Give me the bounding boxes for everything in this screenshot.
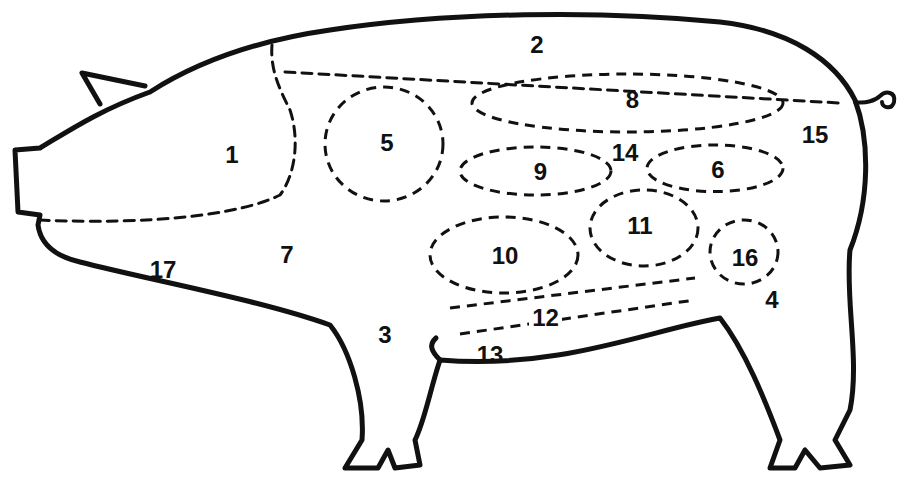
cut-region: 5 [323, 85, 445, 203]
dashed-ellipse [710, 220, 778, 284]
dashed-ellipse [590, 190, 698, 266]
cut-region: 16 [708, 218, 780, 286]
region-number: 14 [612, 141, 639, 165]
dashed-band-line [460, 300, 695, 334]
region-number: 1 [225, 143, 238, 167]
dashed-band-line [450, 278, 695, 308]
pig-outline [15, 14, 866, 468]
region-number: 2 [530, 33, 543, 57]
cut-region: 10 [428, 215, 580, 295]
cut-number: 10 [489, 242, 522, 270]
region-number: 4 [765, 288, 778, 312]
cut-region: 8 [470, 72, 785, 134]
cut-number: 16 [729, 244, 762, 272]
cut-band: 12 [445, 276, 700, 336]
head-boundary [40, 45, 295, 221]
cut-number: 6 [708, 156, 727, 184]
region-number: 13 [477, 343, 504, 367]
cut-region: 9 [458, 145, 613, 197]
dashed-ellipse [325, 87, 443, 201]
cut-number: 11 [624, 212, 655, 240]
cut-region: 11 [588, 188, 700, 268]
dashed-ellipse [430, 217, 578, 293]
dashed-ellipse [647, 145, 783, 192]
dashed-ellipse [460, 147, 611, 195]
cut-number: 5 [377, 129, 396, 157]
cut-number: 12 [529, 304, 562, 332]
region-number: 7 [280, 243, 293, 267]
region-number: 15 [802, 123, 829, 147]
pig-tail [855, 93, 894, 108]
leg-hook [432, 338, 440, 360]
region-number: 3 [378, 323, 391, 347]
band-outline [445, 276, 700, 336]
region-number: 17 [150, 258, 177, 282]
cut-number: 9 [531, 158, 550, 186]
cut-number: 8 [623, 86, 642, 114]
dashed-ellipse [472, 74, 783, 132]
pig-ear [82, 73, 145, 104]
cut-region: 6 [645, 143, 785, 194]
